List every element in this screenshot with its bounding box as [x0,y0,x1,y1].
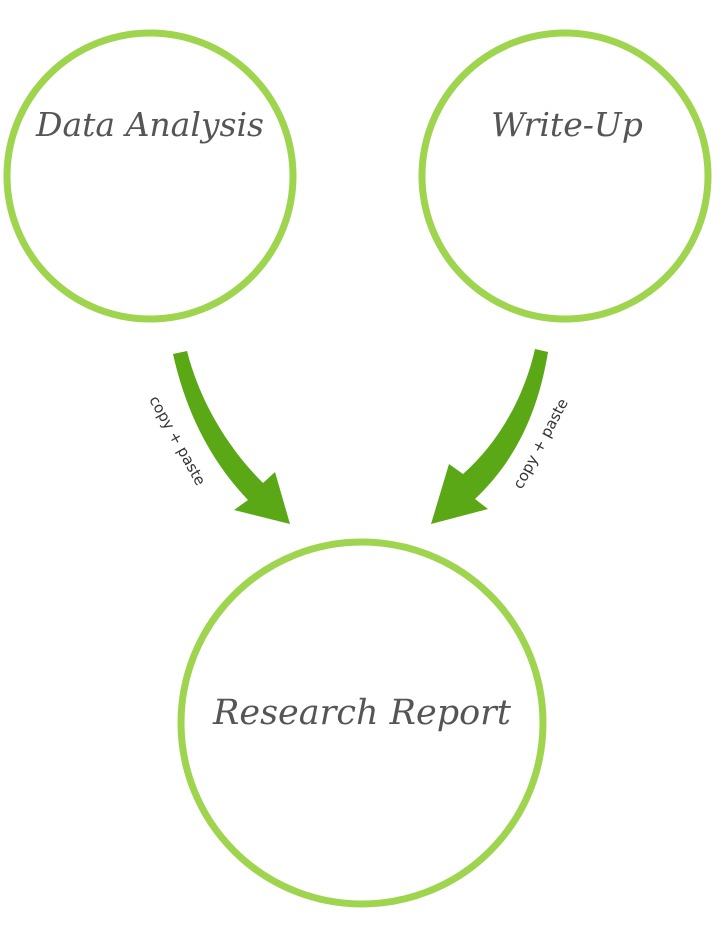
node-data-analysis-circle [3,29,297,323]
arrow-right: copy + paste [431,349,572,524]
node-research-report-circle [177,538,547,908]
node-research-report-label: Research Report [212,693,512,733]
curved-arrow-down-left-icon [431,349,548,524]
node-research-report: Research Report [177,538,547,908]
node-data-analysis: Data Analysis [3,29,297,323]
arrow-left: copy + paste [145,351,290,524]
curved-arrow-down-right-icon [173,351,290,524]
node-write-up-label: Write-Up [491,105,643,144]
node-write-up: Write-Up [418,29,712,323]
node-write-up-circle [418,29,712,323]
node-data-analysis-label: Data Analysis [35,105,264,144]
